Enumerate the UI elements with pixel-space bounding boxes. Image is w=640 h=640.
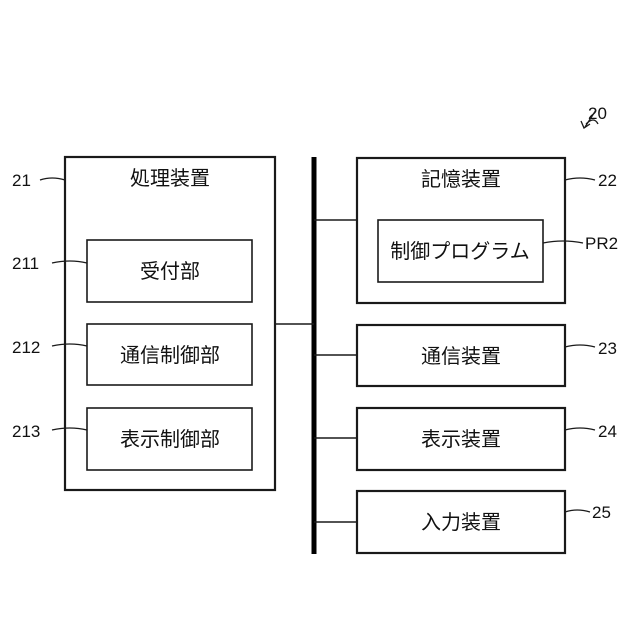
storage-unit-title: 記憶装置 bbox=[421, 167, 501, 191]
processing-unit-ref: 21 bbox=[12, 171, 31, 190]
module-label-213: 表示制御部 bbox=[120, 427, 220, 451]
module-ref-211: 211 bbox=[12, 254, 39, 273]
module-label-212: 通信制御部 bbox=[120, 343, 220, 367]
input-device-ref: 25 bbox=[592, 503, 611, 522]
module-ref-213: 213 bbox=[12, 422, 40, 441]
input-device-label: 入力装置 bbox=[421, 510, 501, 534]
storage-unit-leader bbox=[565, 178, 595, 180]
display-device-label: 表示装置 bbox=[421, 427, 501, 451]
processing-unit-leader bbox=[40, 178, 65, 180]
display-device-leader bbox=[565, 428, 595, 430]
input-device-leader bbox=[565, 510, 590, 512]
communication-device-label: 通信装置 bbox=[421, 344, 501, 368]
control-program-ref: PR2 bbox=[585, 234, 618, 253]
display-device-ref: 24 bbox=[598, 422, 617, 441]
communication-device-leader bbox=[565, 345, 595, 347]
communication-device-ref: 23 bbox=[598, 339, 617, 358]
module-label-211: 受付部 bbox=[140, 259, 200, 283]
module-ref-212: 212 bbox=[12, 338, 40, 357]
control-program-label: 制御プログラム bbox=[390, 239, 529, 263]
processing-unit-title: 処理装置 bbox=[130, 166, 210, 190]
storage-unit-ref: 22 bbox=[598, 171, 617, 190]
